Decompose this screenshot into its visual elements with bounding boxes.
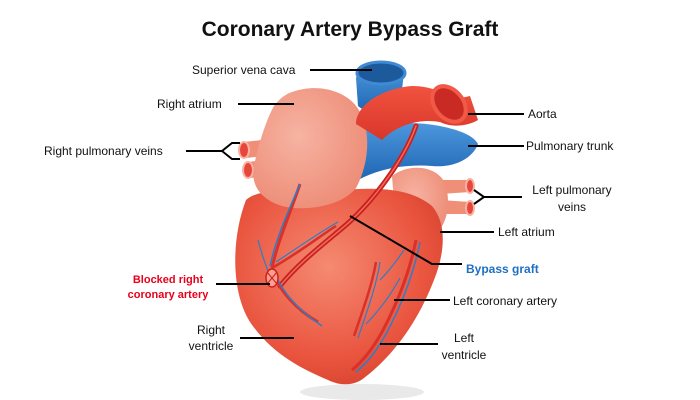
label-left-pulmonary-veins-line1: Left pulmonary xyxy=(532,183,611,197)
leader-left-pulmonary-veins xyxy=(473,189,522,205)
label-bypass-graft: Bypass graft xyxy=(466,262,539,276)
label-left-ventricle-line1: Left xyxy=(454,331,475,345)
label-right-pulmonary-veins: Right pulmonary veins xyxy=(44,144,163,158)
leader-bypass-graft xyxy=(349,215,462,265)
label-left-pulmonary-veins-line2: veins xyxy=(558,200,586,214)
left-pulmonary-veins-shape xyxy=(440,178,475,216)
superior-vena-cava-opening xyxy=(355,60,407,86)
aorta-opening xyxy=(430,84,468,124)
left-coronary-artery-vessels xyxy=(351,239,421,373)
label-pulmonary-trunk: Pulmonary trunk xyxy=(526,139,614,153)
label-right-atrium: Right atrium xyxy=(157,97,222,111)
leader-lines xyxy=(186,69,524,345)
label-blocked-right-coronary-artery-line1: Blocked right xyxy=(133,274,204,286)
leader-right-pulmonary-veins xyxy=(186,142,240,160)
diagram-title: Coronary Artery Bypass Graft xyxy=(202,18,499,41)
labels: Superior vena cava Right atrium Right pu… xyxy=(44,63,614,362)
label-superior-vena-cava: Superior vena cava xyxy=(192,63,296,77)
label-right-ventricle-line1: Right xyxy=(197,323,226,337)
label-blocked-right-coronary-artery-line2: coronary artery xyxy=(128,289,210,301)
ventricles-shape xyxy=(235,188,443,385)
label-aorta: Aorta xyxy=(528,107,557,121)
right-atrium-shape xyxy=(253,88,368,209)
label-left-atrium: Left atrium xyxy=(498,225,555,239)
label-right-ventricle-line2: ventricle xyxy=(189,339,234,353)
label-left-coronary-artery: Left coronary artery xyxy=(453,294,557,308)
label-left-ventricle-line2: ventricle xyxy=(442,348,487,362)
heart-illustration xyxy=(235,60,478,400)
floor-shadow xyxy=(300,384,424,400)
blockage-marker xyxy=(265,268,279,288)
